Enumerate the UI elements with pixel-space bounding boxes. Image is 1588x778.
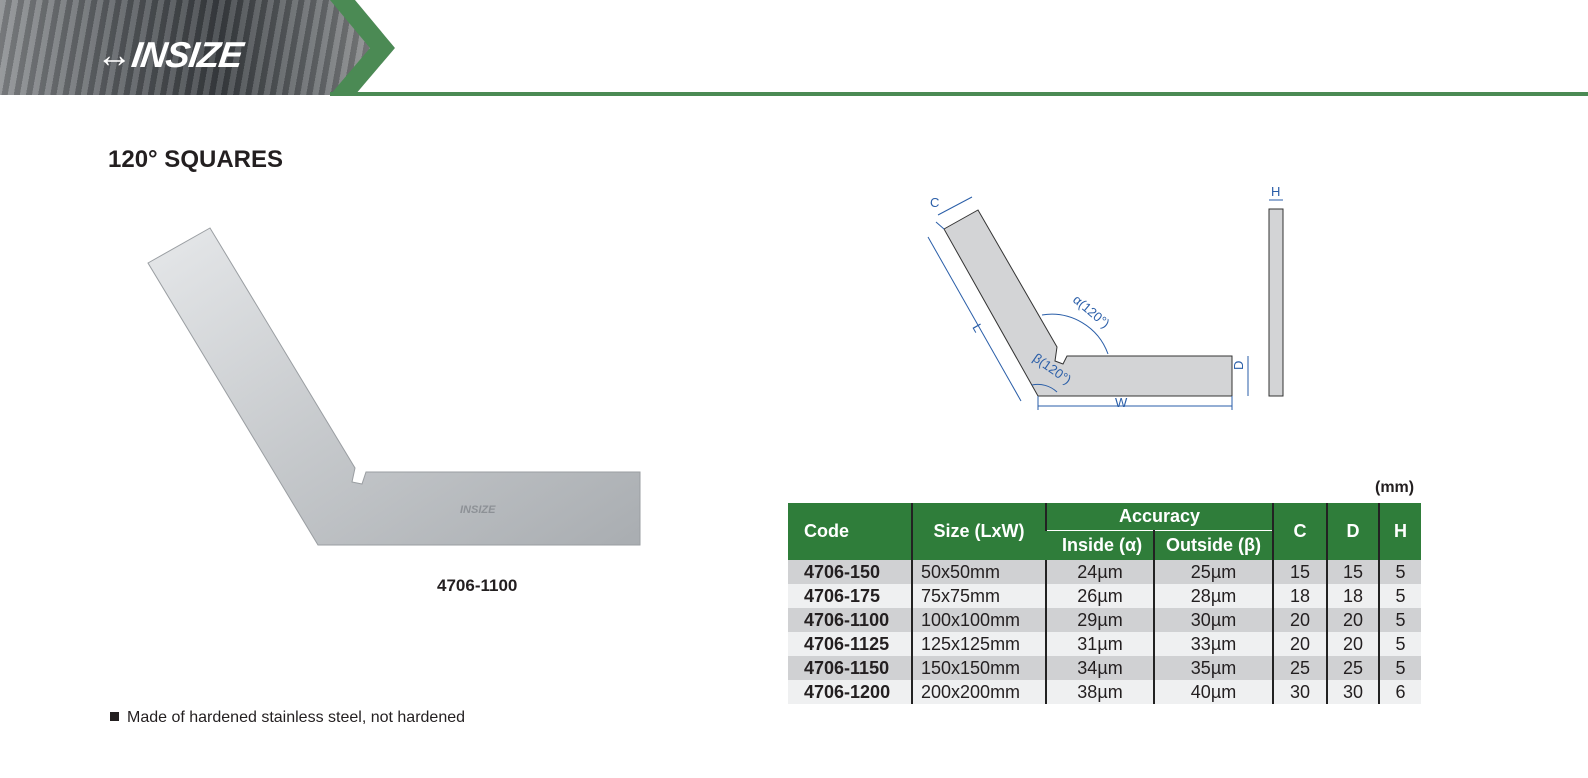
header-rule	[330, 92, 1588, 96]
cell-d: 25	[1326, 656, 1379, 680]
cell-size: 100x100mm	[911, 608, 1046, 632]
header-size: Size (LxW)	[911, 503, 1046, 560]
cell-outside: 28µm	[1153, 584, 1273, 608]
label-d: D	[1231, 361, 1246, 370]
logo-text: INSIZE	[129, 34, 245, 75]
cell-size: 125x125mm	[911, 632, 1046, 656]
product-photo: INSIZE	[147, 227, 641, 546]
feature-item: Made of hardened stainless steel, not ha…	[110, 709, 465, 727]
cell-code: 4706-175	[788, 584, 912, 608]
cell-inside: 24µm	[1045, 560, 1154, 584]
label-w: W	[1115, 395, 1128, 410]
cell-h: 5	[1378, 608, 1421, 632]
cell-c: 18	[1272, 584, 1327, 608]
cell-inside: 34µm	[1045, 656, 1154, 680]
cell-d: 18	[1326, 584, 1379, 608]
cell-c: 30	[1272, 680, 1327, 704]
cell-c: 15	[1272, 560, 1327, 584]
cell-code: 4706-1100	[788, 608, 912, 632]
header-h: H	[1378, 503, 1421, 560]
cell-outside: 25µm	[1153, 560, 1273, 584]
banner-image	[0, 0, 400, 95]
cell-outside: 40µm	[1153, 680, 1273, 704]
cell-size: 75x75mm	[911, 584, 1046, 608]
page-title: 120° SQUARES	[108, 146, 283, 173]
cell-h: 5	[1378, 584, 1421, 608]
header-d: D	[1326, 503, 1379, 560]
cell-h: 6	[1378, 680, 1421, 704]
unit-label: (mm)	[1375, 479, 1415, 496]
product-caption: 4706-1100	[437, 576, 518, 595]
cell-h: 5	[1378, 560, 1421, 584]
label-alpha: α(120°)	[1070, 292, 1113, 331]
cell-code: 4706-150	[788, 560, 912, 584]
cell-size: 50x50mm	[911, 560, 1046, 584]
cell-inside: 38µm	[1045, 680, 1154, 704]
cell-c: 20	[1272, 608, 1327, 632]
label-l: L	[969, 321, 986, 335]
cell-d: 20	[1326, 608, 1379, 632]
cell-d: 15	[1326, 560, 1379, 584]
label-h: H	[1271, 184, 1280, 199]
cell-outside: 35µm	[1153, 656, 1273, 680]
feature-text: Made of hardened stainless steel, not ha…	[127, 709, 466, 726]
cell-h: 5	[1378, 632, 1421, 656]
brand-logo: ↔INSIZE	[94, 34, 245, 75]
engraved-logo: INSIZE	[460, 504, 496, 516]
cell-d: 20	[1326, 632, 1379, 656]
cell-code: 4706-1200	[788, 680, 912, 704]
cell-size: 200x200mm	[911, 680, 1046, 704]
cell-outside: 33µm	[1153, 632, 1273, 656]
header-banner: ↔INSIZE	[0, 0, 400, 95]
label-c: C	[930, 195, 939, 210]
cell-inside: 26µm	[1045, 584, 1154, 608]
cell-c: 25	[1272, 656, 1327, 680]
cell-d: 30	[1326, 680, 1379, 704]
cell-size: 150x150mm	[911, 656, 1046, 680]
cell-code: 4706-1150	[788, 656, 912, 680]
spec-table: Code Size (LxW) Accuracy C D H Inside (α…	[788, 503, 1421, 704]
cell-h: 5	[1378, 656, 1421, 680]
cell-inside: 31µm	[1045, 632, 1154, 656]
header-accuracy: Accuracy	[1045, 503, 1273, 531]
cell-inside: 29µm	[1045, 608, 1154, 632]
chevron-graphic	[330, 0, 400, 95]
bullet-icon	[110, 712, 119, 721]
cell-c: 20	[1272, 632, 1327, 656]
header-inside: Inside (α)	[1046, 530, 1154, 560]
dimension-diagram: C L W D H α(120°) β(120°)	[927, 184, 1284, 410]
header-code: Code	[788, 503, 912, 560]
header-outside: Outside (β)	[1153, 530, 1273, 560]
cell-code: 4706-1125	[788, 632, 912, 656]
cell-outside: 30µm	[1153, 608, 1273, 632]
header-c: C	[1272, 503, 1327, 560]
